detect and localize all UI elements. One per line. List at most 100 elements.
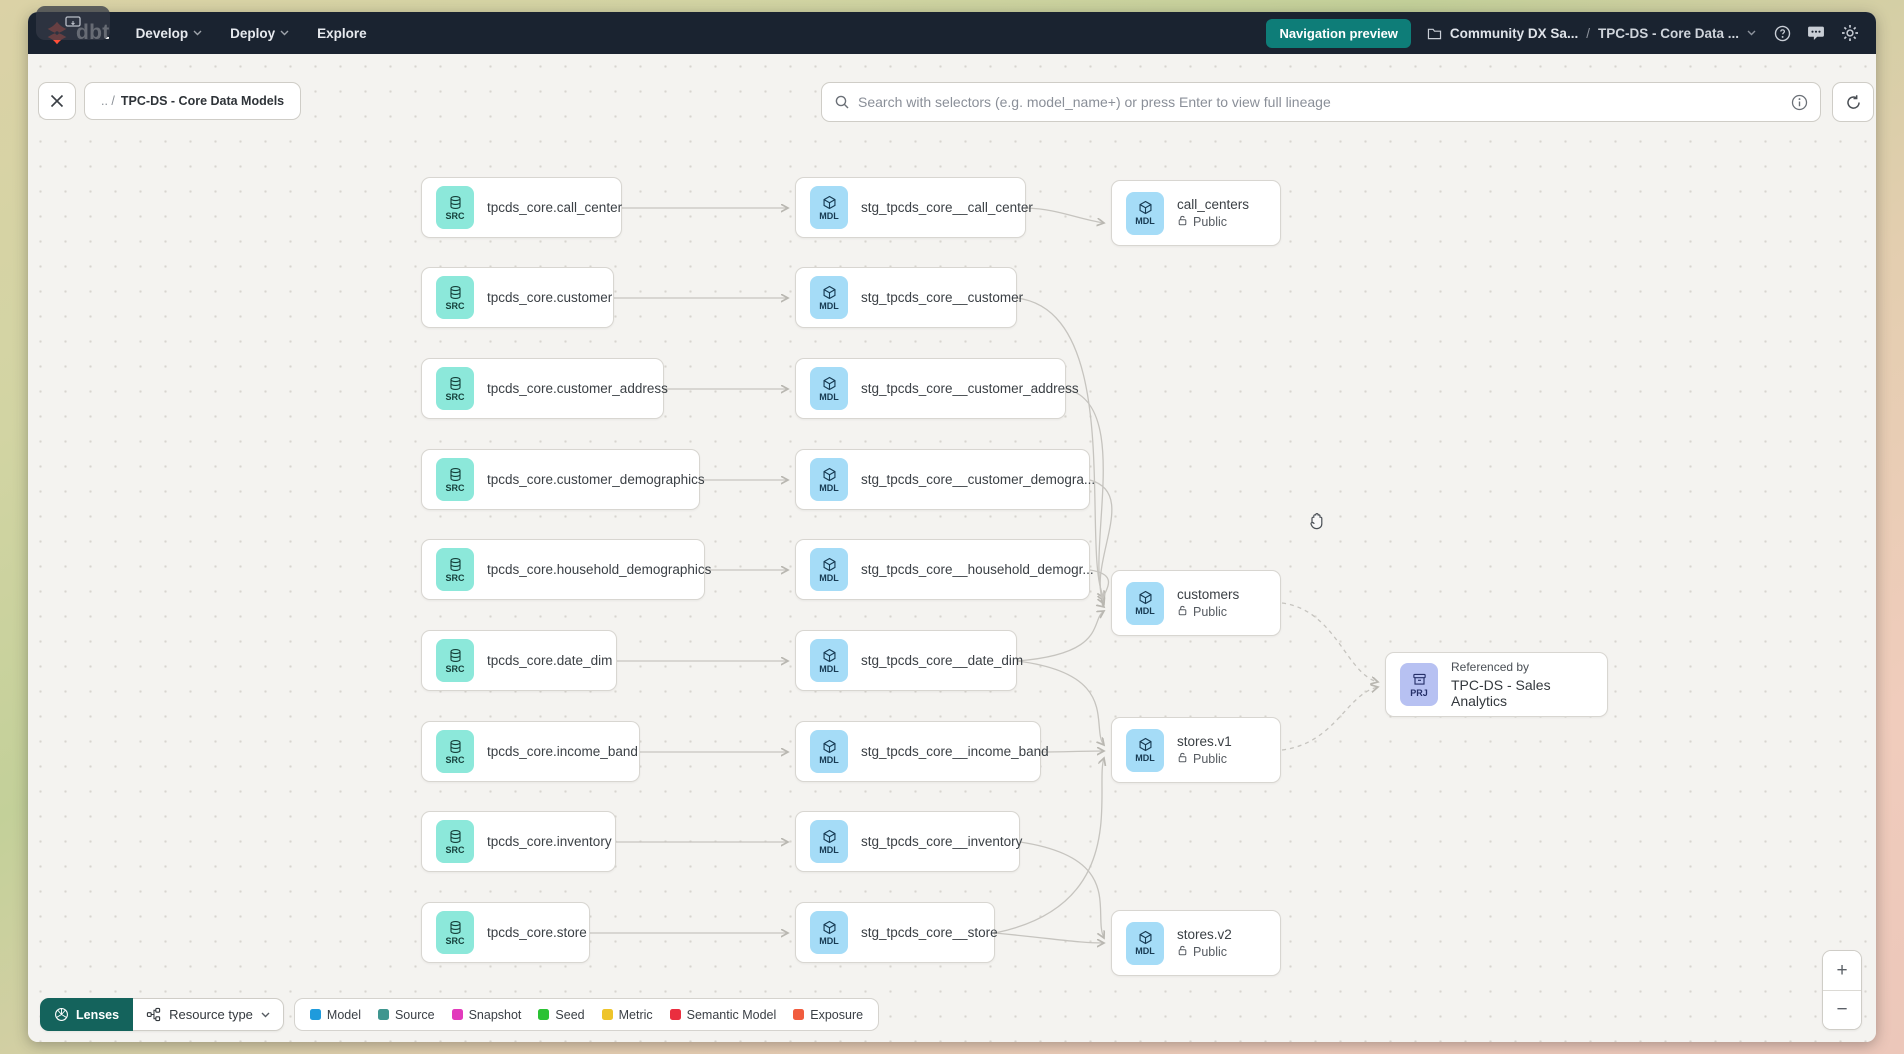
source-badge: SRC [436,820,474,863]
refresh-icon [1846,94,1860,109]
lineage-breadcrumb-chip[interactable]: .. / TPC-DS - Core Data Models [84,82,302,120]
chevron-down-icon [280,30,289,36]
database-icon [448,195,463,210]
node-source-store[interactable]: SRC tpcds_core.store [421,902,590,963]
model-badge: MDL [810,186,848,229]
project-badge: PRJ [1400,663,1438,706]
legend-item-metric: Metric [601,1008,653,1022]
legend-item-snapshot: Snapshot [451,1008,521,1022]
node-model-stg-customer-address[interactable]: MDL stg_tpcds_core__customer_address [795,358,1079,419]
node-project-sales-analytics[interactable]: PRJ Referenced by TPC-DS - Sales Analyti… [1385,652,1608,717]
source-badge: SRC [436,911,474,954]
node-model-stg-date-dim[interactable]: MDL stg_tpcds_core__date_dim [795,630,1023,691]
resource-type-dropdown[interactable]: Resource type [133,998,284,1031]
legend-swatch [669,1009,681,1020]
node-model-stg-household-demographics[interactable]: MDL stg_tpcds_core__household_demogr... [795,539,1094,600]
lock-open-icon [1177,945,1188,959]
lock-open-icon [1177,215,1188,229]
resource-legend: Model Source Snapshot Seed Metric Semant… [293,998,880,1031]
navigation-preview-button[interactable]: Navigation preview [1266,18,1411,48]
access-label: Public [1177,605,1239,619]
refresh-lineage-button[interactable] [1832,82,1874,122]
zoom-in-button[interactable]: + [1823,951,1861,990]
node-source-date-dim[interactable]: SRC tpcds_core.date_dim [421,630,617,691]
node-model-stg-inventory[interactable]: MDL stg_tpcds_core__inventory [795,811,1022,872]
legend-swatch [538,1009,550,1020]
help-icon[interactable] [1772,23,1792,43]
close-icon [50,94,64,108]
source-badge: SRC [436,276,474,319]
breadcrumb-page[interactable]: TPC-DS - Core Data ... [1597,25,1739,41]
source-badge: SRC [436,367,474,410]
node-model-stores-v2[interactable]: MDL stores.v2 Public [1111,910,1281,976]
node-source-customer[interactable]: SRC tpcds_core.customer [421,267,614,328]
database-icon [448,285,463,300]
model-badge: MDL [810,639,848,682]
breadcrumb-project[interactable]: Community DX Sa... [1449,25,1579,41]
model-badge: MDL [810,367,848,410]
cube-icon [1138,590,1153,605]
lineage-nodes: SRC tpcds_core.call_center SRC tpcds_cor… [28,12,1876,1042]
chevron-down-icon[interactable] [1747,30,1756,36]
navbar-right: Navigation preview Community DX Sa... / … [1266,18,1860,48]
node-source-inventory[interactable]: SRC tpcds_core.inventory [421,811,616,872]
lens-aperture-icon [55,1008,68,1021]
node-model-stg-customer-demographics[interactable]: MDL stg_tpcds_core__customer_demogra... [795,449,1095,510]
lineage-toolbar: .. / TPC-DS - Core Data Models [28,82,1876,122]
database-icon [448,467,463,482]
node-source-customer-demographics[interactable]: SRC tpcds_core.customer_demographics [421,449,705,510]
node-model-stg-call-center[interactable]: MDL stg_tpcds_core__call_center [795,177,1033,238]
feedback-chat-icon[interactable] [1806,23,1826,43]
model-badge: MDL [810,548,848,591]
cube-icon [822,285,837,300]
zoom-out-button[interactable]: − [1823,990,1861,1029]
app-window: dbt Develop Deploy Explore Navigation pr… [28,12,1876,1042]
node-source-call-center[interactable]: SRC tpcds_core.call_center [421,177,622,238]
lock-open-icon [1177,605,1188,619]
legend-item-source: Source [377,1008,435,1022]
access-label: Public [1177,215,1249,229]
navbar-icons [1772,23,1860,43]
nav-menus: Develop Deploy Explore [136,26,367,41]
zoom-controls: + − [1822,950,1862,1030]
search-input[interactable] [858,94,1783,110]
nav-item-develop[interactable]: Develop [136,26,203,41]
info-icon[interactable] [1791,94,1808,111]
folder-icon [1427,28,1442,39]
cube-icon [822,195,837,210]
cube-icon [822,739,837,754]
breadcrumb: Community DX Sa... / TPC-DS - Core Data … [1427,26,1756,41]
source-badge: SRC [436,730,474,773]
grab-hand-cursor [1305,510,1329,539]
node-model-stores-v1[interactable]: MDL stores.v1 Public [1111,717,1281,783]
model-badge: MDL [810,820,848,863]
source-badge: SRC [436,639,474,682]
model-badge: MDL [1126,921,1164,965]
node-source-income-band[interactable]: SRC tpcds_core.income_band [421,721,640,782]
nav-item-explore[interactable]: Explore [317,25,367,41]
monitor-icon [65,16,81,27]
settings-gear-icon[interactable] [1840,23,1860,43]
model-badge: MDL [810,911,848,954]
model-badge: MDL [810,730,848,773]
node-model-call-centers[interactable]: MDL call_centers Public [1111,180,1281,246]
archive-box-icon [1412,672,1427,687]
node-model-stg-income-band[interactable]: MDL stg_tpcds_core__income_band [795,721,1049,782]
legend-swatch [451,1009,463,1020]
lenses-button[interactable]: Lenses [40,998,134,1031]
cube-icon [822,376,837,391]
node-model-stg-customer[interactable]: MDL stg_tpcds_core__customer [795,267,1023,328]
node-source-household-demographics[interactable]: SRC tpcds_core.household_demographics [421,539,711,600]
nav-item-deploy[interactable]: Deploy [230,26,289,41]
access-label: Public [1177,752,1232,766]
source-badge: SRC [436,458,474,501]
node-model-stg-store[interactable]: MDL stg_tpcds_core__store [795,902,998,963]
cube-icon [1138,930,1153,945]
legend-item-semantic-model: Semantic Model [669,1008,776,1022]
chevron-down-icon [261,1012,270,1017]
database-icon [448,920,463,935]
close-lineage-button[interactable] [38,82,76,120]
node-model-customers[interactable]: MDL customers Public [1111,570,1281,636]
node-source-customer-address[interactable]: SRC tpcds_core.customer_address [421,358,668,419]
database-icon [448,829,463,844]
